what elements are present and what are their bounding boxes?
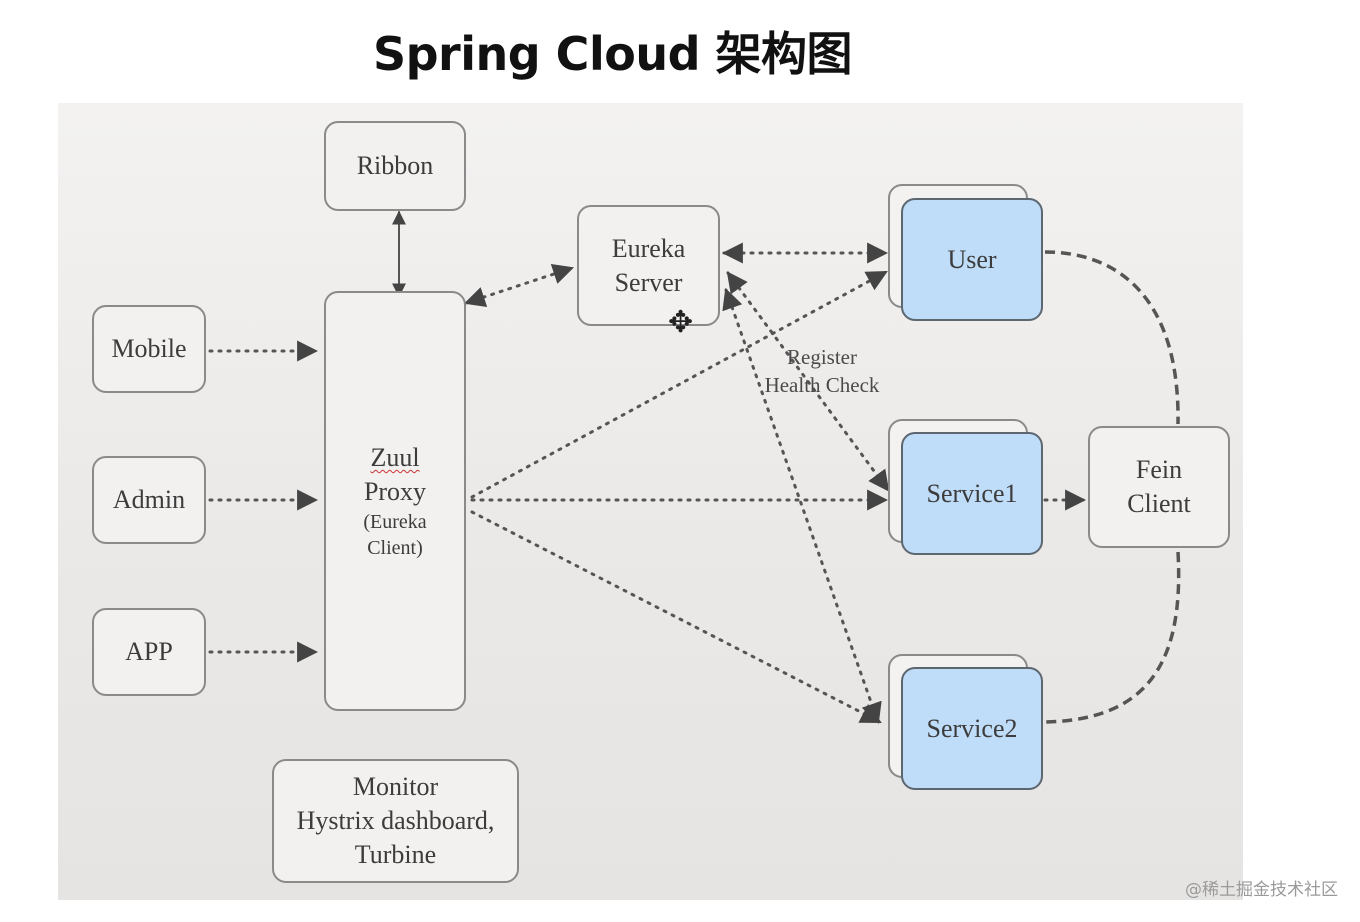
move-cursor-icon: ✥ xyxy=(668,305,694,340)
zuul-label: Zuul xyxy=(370,443,420,473)
user-label: User xyxy=(947,244,997,274)
admin-label: Admin xyxy=(112,485,186,515)
hystrix-dashboard-label: Hystrix dashboard, xyxy=(296,805,495,835)
client-line-label: Client xyxy=(1127,489,1191,518)
server-label: Server xyxy=(614,267,683,297)
mobile-label: Mobile xyxy=(111,334,187,364)
register-health-annotation: Register Health Check xyxy=(748,343,896,400)
user-service-box: User xyxy=(901,198,1043,321)
eureka-client-label: (Eureka xyxy=(363,510,427,533)
zuul-eureka-arrow xyxy=(464,263,574,308)
zuul-to-user-arrow xyxy=(470,270,888,499)
page-title: Spring Cloud 架构图 xyxy=(372,27,853,81)
client-label: Client) xyxy=(367,536,423,559)
watermark: @稀土掘金技术社区 xyxy=(1185,880,1338,900)
service2-label: Service2 xyxy=(926,713,1018,743)
fein-to-service2-curve xyxy=(1044,551,1181,724)
eureka-server-box: Eureka Server xyxy=(577,205,720,326)
fein-to-user-curve xyxy=(1044,250,1180,425)
admin-box: Admin xyxy=(92,456,206,544)
service2-box: Service2 xyxy=(901,667,1043,790)
zuul-proxy-box: Zuul Proxy (Eureka Client) xyxy=(324,291,466,711)
health-check-label: Health Check xyxy=(764,373,880,398)
mobile-box: Mobile xyxy=(92,305,206,393)
ribbon-box: Ribbon xyxy=(324,121,466,211)
app-box: APP xyxy=(92,608,206,696)
app-label: APP xyxy=(125,637,173,667)
fein-client-box: Fein Client xyxy=(1088,426,1230,548)
turbine-label: Turbine xyxy=(354,840,437,870)
fein-label: Fein xyxy=(1135,455,1183,485)
service1-label: Service1 xyxy=(926,478,1018,508)
monitor-box: Monitor Hystrix dashboard, Turbine xyxy=(272,759,519,883)
zuul-to-service2-arrow xyxy=(470,510,882,724)
register-label: Register xyxy=(787,345,857,369)
ribbon-label: Ribbon xyxy=(356,151,434,181)
monitor-label: Monitor xyxy=(352,771,439,801)
service1-box: Service1 xyxy=(901,432,1043,555)
proxy-label: Proxy xyxy=(363,477,427,506)
eureka-label: Eureka xyxy=(611,233,686,263)
